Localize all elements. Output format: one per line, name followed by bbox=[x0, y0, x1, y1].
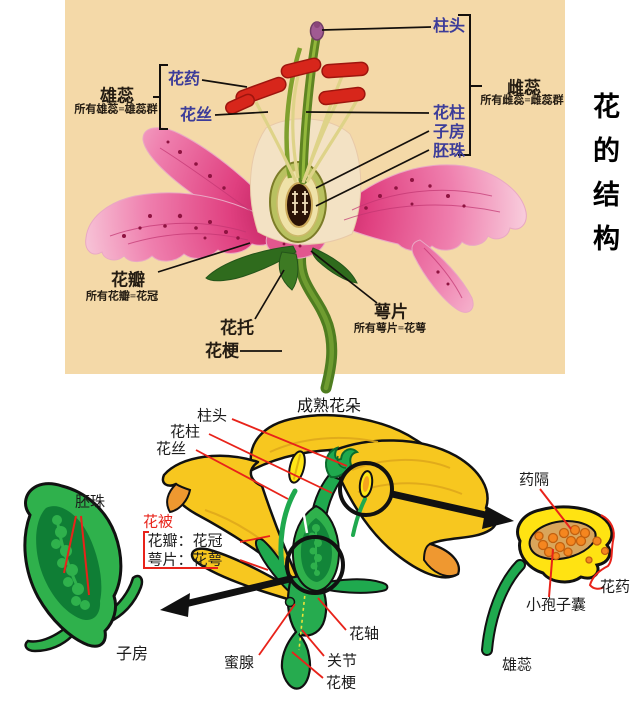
sepals bbox=[205, 245, 358, 291]
anthers bbox=[225, 57, 369, 115]
top-lily-illustration bbox=[65, 0, 565, 394]
label-petal-corolla: 花瓣：花冠 bbox=[147, 532, 223, 550]
schematic-pistil bbox=[291, 446, 360, 593]
petals bbox=[85, 127, 527, 313]
label-anther: 花药 bbox=[167, 71, 201, 88]
petal-right bbox=[331, 164, 527, 252]
label-ovary: 子房 bbox=[432, 124, 466, 141]
label-petal-note: 所有花瓣=花冠 bbox=[85, 290, 159, 303]
nectary-bump bbox=[284, 596, 296, 608]
pollen-grains bbox=[534, 524, 610, 564]
anther-detail bbox=[481, 488, 615, 656]
label-sepal-calyx: 萼片：花萼 bbox=[147, 551, 223, 569]
label-style-bottom: 花柱 bbox=[169, 423, 201, 441]
stamen-bracket bbox=[153, 64, 168, 130]
perianth-red-bracket bbox=[143, 531, 218, 569]
label-sepal: 萼片 bbox=[374, 302, 408, 322]
stamen-filaments bbox=[254, 73, 360, 184]
ovule-pointer-lines bbox=[63, 515, 90, 596]
axis-dashed-line bbox=[298, 583, 307, 651]
label-anther-bottom: 花药 bbox=[599, 578, 631, 596]
anther-red-bracket bbox=[588, 514, 615, 590]
label-floral-axis: 花轴 bbox=[348, 625, 380, 643]
anther-detail-red-lines bbox=[539, 488, 615, 598]
petal-orange-tips bbox=[166, 482, 460, 578]
label-stigma: 柱头 bbox=[432, 18, 466, 35]
petal-spots bbox=[122, 140, 466, 286]
top-leader-lines bbox=[157, 26, 432, 352]
label-pedicel: 花梗 bbox=[205, 341, 239, 361]
label-style: 花柱 bbox=[432, 105, 466, 122]
arrow-to-anther-detail bbox=[391, 490, 514, 529]
label-ovule-bottom: 胚珠 bbox=[74, 493, 106, 511]
label-petal: 花瓣 bbox=[111, 270, 145, 290]
label-ovary-bottom: 子房 bbox=[115, 646, 149, 663]
arrow-to-ovary-detail bbox=[160, 575, 291, 617]
petal-left bbox=[85, 192, 284, 263]
label-stamen: 雄蕊 bbox=[100, 86, 134, 106]
petal-drooping bbox=[411, 239, 474, 313]
label-pistil-note: 所有雌蕊=雌蕊群 bbox=[480, 94, 564, 107]
bottom-schematic-illustration bbox=[23, 414, 615, 690]
ovule-marks bbox=[292, 191, 308, 215]
bottom-leader-lines bbox=[195, 418, 348, 679]
ovary-detail bbox=[23, 482, 144, 653]
label-pistil: 雌蕊 bbox=[507, 78, 541, 98]
label-joint: 关节 bbox=[326, 652, 358, 670]
label-stamen-bottom: 雄蕊 bbox=[501, 656, 533, 674]
detail-circle-anther bbox=[338, 461, 394, 517]
label-filament: 花丝 bbox=[179, 107, 213, 124]
pistil-bracket bbox=[458, 14, 482, 156]
stem bbox=[295, 246, 338, 394]
bottom-title-mature-flower: 成熟花朵 bbox=[296, 398, 362, 415]
label-receptacle: 花托 bbox=[220, 318, 254, 338]
label-connective: 药隔 bbox=[518, 471, 550, 489]
ovary-cross-section bbox=[269, 161, 327, 243]
label-perianth: 花被 bbox=[142, 513, 174, 531]
label-filament-bottom: 花丝 bbox=[155, 440, 187, 458]
label-stigma-bottom: 柱头 bbox=[196, 407, 228, 425]
label-microsporangium: 小孢子囊 bbox=[525, 596, 587, 614]
label-pedicel-bottom: 花梗 bbox=[325, 674, 357, 692]
ovule-chain-detail bbox=[51, 515, 90, 610]
label-ovule: 胚珠 bbox=[432, 143, 466, 160]
label-stamen-note: 所有雄蕊=雄蕊群 bbox=[74, 103, 158, 116]
side-title-flower-structure: 花的结构 bbox=[589, 92, 619, 268]
label-nectary: 蜜腺 bbox=[223, 654, 255, 672]
petal-streaks bbox=[109, 147, 501, 299]
detail-circle-ovary bbox=[285, 535, 345, 595]
label-sepal-note: 所有萼片=花萼 bbox=[353, 322, 427, 335]
